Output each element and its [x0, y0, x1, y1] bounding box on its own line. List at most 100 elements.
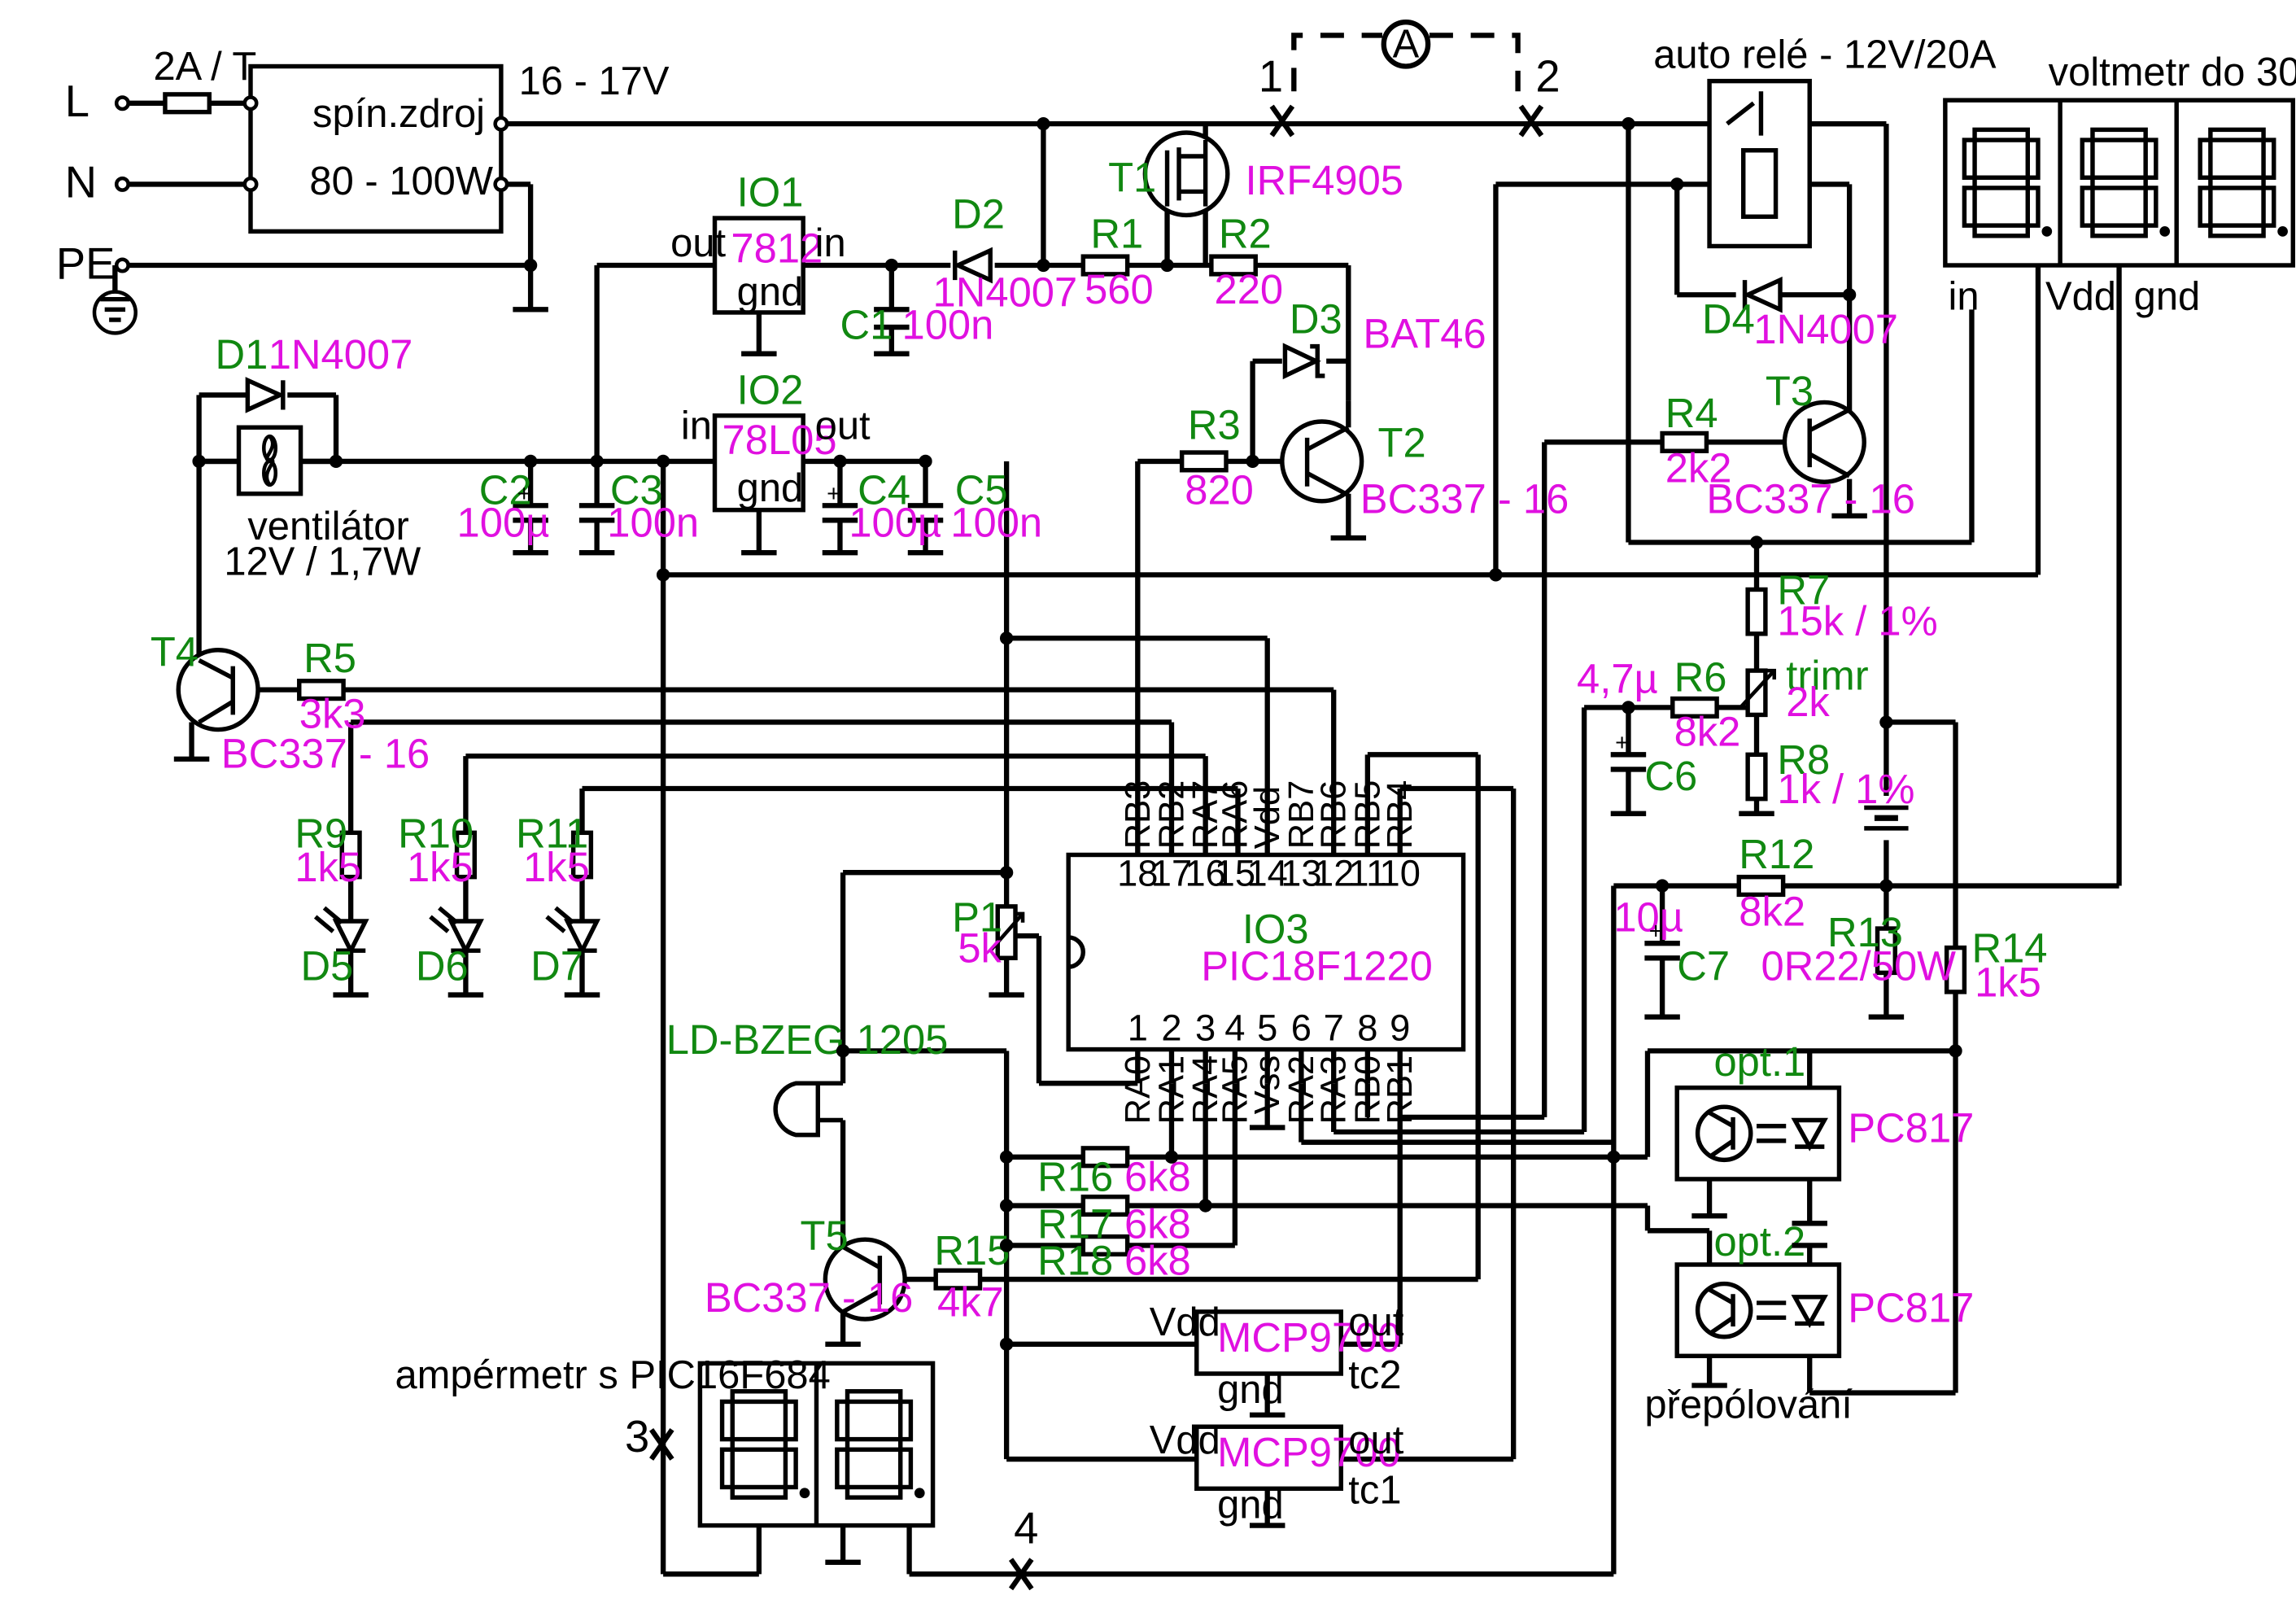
R6-val: 8k2 — [1674, 708, 1741, 754]
capacitors — [513, 307, 1680, 961]
ic3-pin-number: 17 — [1151, 853, 1192, 894]
psu-power: 80 - 100W — [309, 159, 493, 203]
C6-val: 4,7µ — [1577, 655, 1658, 701]
ic3-pin-number: 13 — [1281, 853, 1321, 894]
opt1-type: PC817 — [1848, 1105, 1974, 1151]
R11-body — [570, 830, 594, 880]
ic1-ref: IO1 — [737, 169, 804, 216]
buzzer-label: LD-BZEG 1205 — [666, 1016, 949, 1063]
R5-body — [297, 679, 346, 701]
T4-ref: T4 — [151, 629, 199, 675]
led-D5: D5 — [301, 906, 369, 989]
R15-body — [933, 1268, 983, 1291]
ic3-pin-ra5: RA5 — [1216, 1055, 1255, 1125]
ic3-pin-number: 4 — [1224, 1007, 1245, 1049]
seven-segment-digit — [2080, 127, 2171, 238]
buzzer: LD-BZEG 1205 — [666, 1016, 949, 1138]
R10-body — [454, 830, 478, 880]
ic3-pin-rb7: RB7 — [1282, 780, 1321, 850]
R18-body — [1080, 1234, 1130, 1257]
diode-D1: D1 1N4007 — [216, 331, 413, 413]
C1-val: 100n — [902, 302, 994, 348]
R13-val: 0R22/50W — [1761, 942, 1956, 989]
ic1-out: out — [670, 221, 726, 265]
R4-ref: R4 — [1665, 390, 1718, 436]
ic3-pin-number: 11 — [1348, 853, 1386, 894]
sensor-tc2: MCP9700 Vdd out gnd tc2 — [1150, 1300, 1404, 1412]
tc2-vdd: Vdd — [1150, 1300, 1220, 1344]
ic3-pin-ra0: RA0 — [1119, 1055, 1158, 1125]
R1-val: 560 — [1085, 266, 1154, 312]
optocoupler-1: opt.1 PC817 — [1674, 1038, 1974, 1182]
transistor-T2: T2 BC337 - 16 — [1280, 400, 1569, 522]
R10-ref: R10 — [398, 810, 474, 856]
ic3-pin-rb6: RB6 — [1315, 780, 1354, 850]
R3-body — [1179, 450, 1229, 473]
R8-body — [1745, 752, 1768, 802]
D1-ref: D1 — [216, 331, 268, 378]
psu-block: spín.zdroj 80 - 100W 16 - 17V — [242, 59, 670, 234]
ic3-pin-ra6: RA6 — [1216, 780, 1255, 850]
R11-ref: R11 — [516, 810, 588, 856]
R7-body — [1745, 587, 1768, 636]
fuse-rating: 2A / T — [153, 45, 256, 89]
transistor-T1-mosfet: T1 IRF4905 — [1108, 130, 1403, 218]
diode-D2: D2 1N4007 — [933, 191, 1078, 316]
tc1-out: out — [1348, 1418, 1403, 1462]
psu-name: spín.zdroj — [312, 92, 485, 136]
R1-body — [1080, 254, 1130, 277]
C5-val: 100n — [950, 499, 1042, 545]
R9-ref: R9 — [295, 810, 347, 856]
R13-body — [1875, 926, 1897, 976]
tc2-type: MCP9700 — [1217, 1314, 1400, 1361]
resistors — [297, 254, 1967, 1291]
C1-ref: C1 — [840, 302, 893, 348]
probe-point-1: 1 — [1259, 51, 1283, 101]
T2-ref: T2 — [1378, 419, 1426, 465]
R16-val: 6k8 — [1124, 1153, 1191, 1199]
R18-ref: R18 — [1037, 1238, 1113, 1284]
ic3-pin-ra4: RA4 — [1186, 1055, 1225, 1125]
T2-val: BC337 - 16 — [1360, 475, 1569, 522]
voltmeter-pin-in: in — [1948, 274, 1979, 318]
probe-point-3: 3 — [625, 1412, 649, 1462]
R15-val: 4k7 — [937, 1278, 1004, 1325]
ic1-7812: IO1 7812 gnd out in — [670, 169, 846, 315]
ic3-pin-rb4: RB4 — [1381, 780, 1420, 850]
D3-ref: D3 — [1290, 295, 1342, 342]
tc2-label: tc2 — [1348, 1353, 1401, 1397]
R18-val: 6k8 — [1124, 1238, 1191, 1284]
ammeter-display: ampérmetr s PIC16F684 — [395, 1353, 936, 1528]
fuse — [163, 92, 212, 115]
R6-body — [1670, 696, 1719, 719]
ammeter-title: ampérmetr s PIC16F684 — [395, 1353, 830, 1397]
T5-val: BC337 - 16 — [705, 1274, 914, 1321]
C3-ref: C3 — [610, 466, 663, 513]
seven-segment-digit — [2198, 127, 2288, 238]
ic3-pin-number: 6 — [1291, 1007, 1312, 1049]
R8-val: 1k / 1% — [1777, 766, 1914, 812]
ic3-pin-rb3: RB3 — [1119, 780, 1158, 850]
tc1-vdd: Vdd — [1150, 1418, 1220, 1462]
ic3-pin-number: 9 — [1390, 1007, 1410, 1049]
R14-val: 1k5 — [1975, 959, 2041, 1005]
mains-PE-label: PE — [56, 238, 115, 288]
mains-L-label: L — [65, 76, 89, 126]
R5-ref: R5 — [303, 635, 356, 681]
resistor-labels: R1 560 R2 220 R3 820 R4 2k2 R5 3k3 R6 8k… — [295, 210, 2047, 1325]
ic3-pin-ra1: RA1 — [1152, 1055, 1191, 1125]
R12-val: 8k2 — [1739, 888, 1805, 934]
T3-ref: T3 — [1766, 368, 1814, 414]
C7-val: 10µ — [1613, 894, 1683, 941]
D1-val: 1N4007 — [268, 331, 413, 378]
relay: auto relé - 12V/20A — [1653, 33, 1997, 249]
opt2-ref: opt.2 — [1713, 1218, 1805, 1265]
R2-val: 220 — [1215, 266, 1284, 312]
ic3-pin-number: 16 — [1185, 853, 1225, 894]
P1-val: 5k — [958, 925, 1002, 972]
fan: ventilátor 12V / 1,7W — [199, 425, 421, 583]
tc1-gnd: gnd — [1217, 1483, 1284, 1527]
opt2-type: PC817 — [1848, 1285, 1974, 1331]
optocoupler-2: opt.2 PC817 přepólování — [1644, 1218, 1974, 1427]
led-D7: D7 — [530, 906, 601, 989]
